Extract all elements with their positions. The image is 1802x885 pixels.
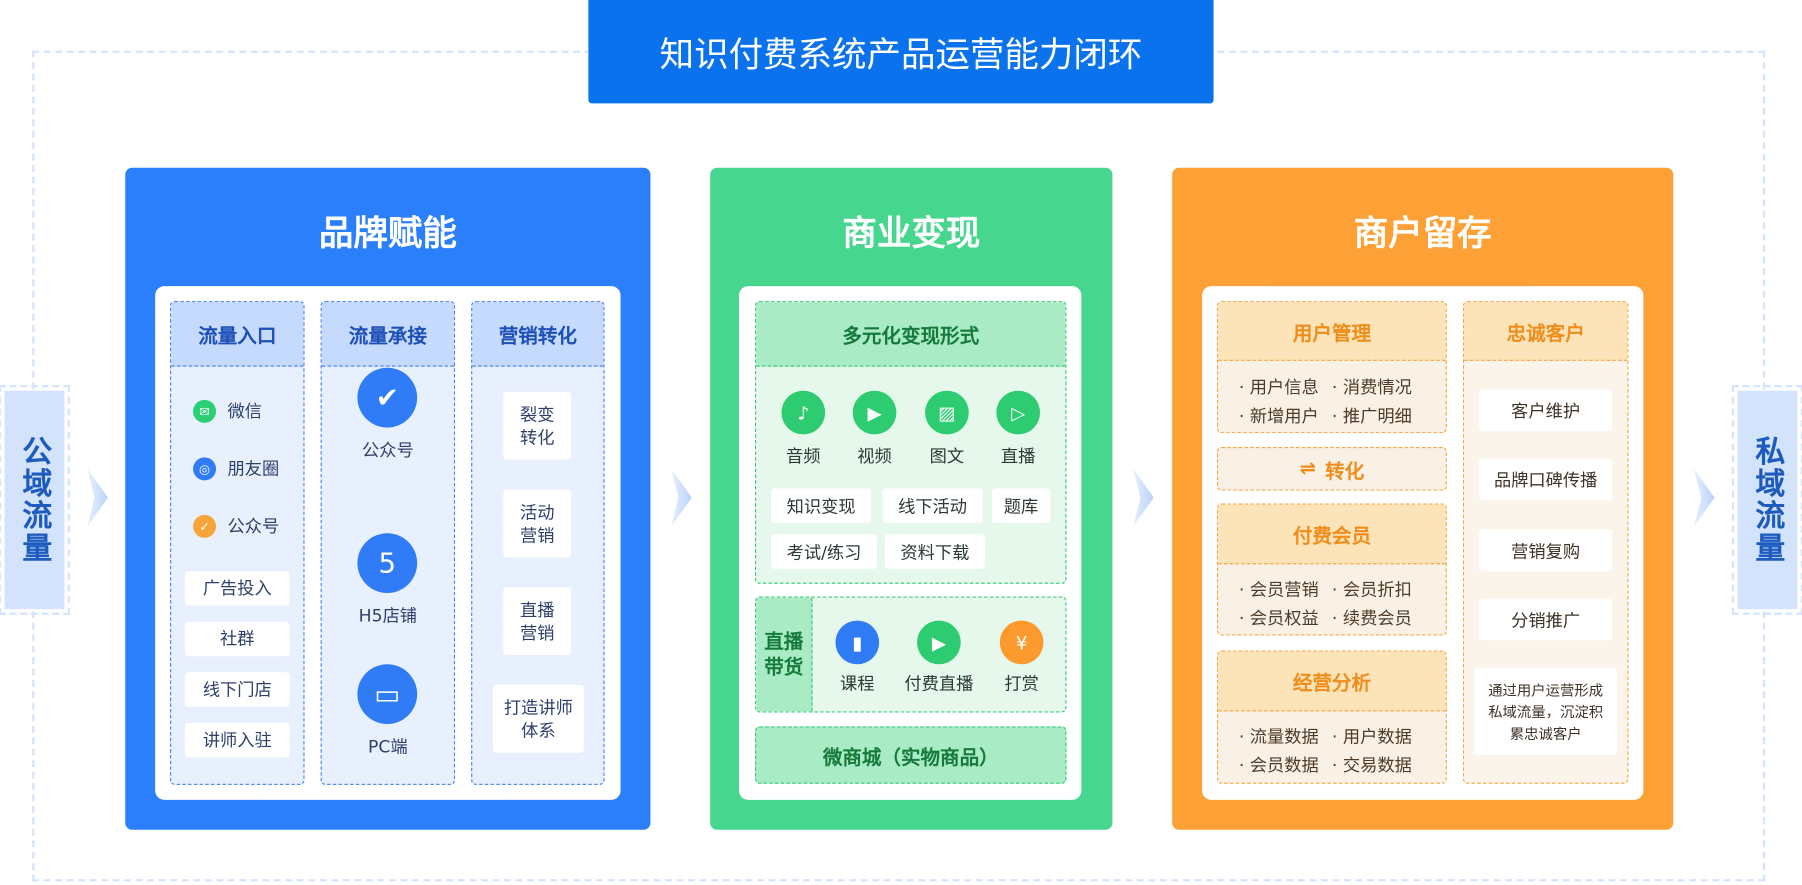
image-text-icon: ▨ bbox=[925, 390, 969, 435]
loyal-box: 分销推广 bbox=[1479, 598, 1613, 641]
conversion-box: 打造讲师 体系 bbox=[493, 684, 584, 753]
traffic-entry-box: 线下门店 bbox=[185, 672, 290, 707]
channel-label: 朋友圈 bbox=[227, 458, 280, 480]
list-item: 交易数据 bbox=[1332, 753, 1425, 777]
traffic-entry-box: 讲师入驻 bbox=[185, 722, 290, 758]
section-header: 多元化变现形式 bbox=[756, 302, 1066, 367]
official-account-icon: ✓ bbox=[193, 514, 217, 538]
list-item: 推广明细 bbox=[1332, 403, 1425, 427]
course-icon: ▮ bbox=[835, 620, 880, 665]
list-item: 会员数据 bbox=[1239, 753, 1332, 777]
conversion-box: 活动 营销 bbox=[503, 489, 572, 558]
section-header: 经营分析 bbox=[1218, 651, 1446, 712]
section-header: 用户管理 bbox=[1218, 302, 1446, 361]
list-item: 流量数据 bbox=[1239, 724, 1332, 748]
loyal-box: 客户维护 bbox=[1479, 389, 1613, 431]
user-management-section: 用户管理 用户信息消费情况新增用户推广明细 bbox=[1217, 301, 1447, 434]
list-item: 续费会员 bbox=[1332, 606, 1425, 630]
loyal-note: 通过用户运营形成私域流量，沉淀积累忠诚客户 bbox=[1474, 667, 1617, 756]
public-traffic-label: 公域流量 bbox=[0, 384, 71, 615]
live-label: 课程 bbox=[840, 673, 875, 695]
brand-title: 品牌赋能 bbox=[318, 213, 457, 254]
retention-title: 商户留存 bbox=[1353, 213, 1492, 254]
monetization-tag: 题库 bbox=[991, 488, 1051, 523]
micro-mall-section: 微商城（实物商品） bbox=[755, 726, 1067, 784]
audio-icon: ♪ bbox=[781, 390, 826, 435]
form-label: 视频 bbox=[857, 445, 892, 467]
live-label: 付费直播 bbox=[904, 673, 974, 695]
form-label: 直播 bbox=[1000, 445, 1036, 467]
tip-icon: ¥ bbox=[999, 620, 1044, 665]
monetization-tag: 知识变现 bbox=[771, 488, 872, 523]
business-analysis-section: 经营分析 流量数据用户数据会员数据交易数据 bbox=[1217, 650, 1447, 784]
column-header: 流量入口 bbox=[171, 302, 304, 367]
loyal-box: 营销复购 bbox=[1479, 529, 1613, 572]
form-label: 音频 bbox=[786, 445, 821, 467]
conversion-label: 转化 bbox=[1325, 460, 1365, 484]
list-item: 会员权益 bbox=[1239, 606, 1332, 630]
diagram-title: 知识付费系统产品运营能力闭环 bbox=[588, 0, 1214, 104]
html5-icon: 5 bbox=[357, 533, 418, 593]
section-header: 直播 带货 bbox=[756, 597, 813, 712]
conversion-section: ⇌ 转化 bbox=[1217, 447, 1447, 491]
video-icon: ▶ bbox=[852, 390, 897, 435]
moments-icon: ◎ bbox=[193, 457, 217, 481]
loyal-box: 品牌口碑传播 bbox=[1479, 458, 1613, 500]
commerce-title: 商业变现 bbox=[842, 213, 981, 254]
section-header: 付费会员 bbox=[1218, 504, 1446, 565]
verified-badge-icon: ✔ bbox=[357, 367, 418, 428]
receive-label: H5店铺 bbox=[358, 605, 418, 627]
traffic-entry-box: 社群 bbox=[185, 621, 290, 657]
channel-label: 微信 bbox=[227, 401, 263, 422]
monitor-icon: ▭ bbox=[357, 664, 418, 724]
list-item: 用户数据 bbox=[1332, 724, 1425, 748]
private-traffic-label: 私域流量 bbox=[1731, 384, 1802, 615]
list-item: 会员营销 bbox=[1239, 577, 1332, 601]
conversion-box: 直播 营销 bbox=[503, 587, 572, 656]
wechat-icon: ✉ bbox=[193, 399, 217, 423]
paid-member-section: 付费会员 会员营销会员折扣会员权益续费会员 bbox=[1217, 503, 1447, 636]
list-item: 新增用户 bbox=[1239, 403, 1332, 427]
list-item: 消费情况 bbox=[1332, 375, 1425, 399]
column-header: 营销转化 bbox=[472, 302, 604, 367]
list-item: 会员折扣 bbox=[1332, 577, 1425, 601]
column-header: 流量承接 bbox=[321, 302, 454, 367]
receive-label: PC端 bbox=[368, 736, 408, 758]
live-icon: ▷ bbox=[996, 390, 1041, 435]
conversion-box: 裂变 转化 bbox=[503, 391, 572, 460]
traffic-entry-column: 流量入口 bbox=[170, 301, 305, 785]
paid-live-icon: ▶ bbox=[917, 620, 961, 665]
traffic-entry-box: 广告投入 bbox=[185, 571, 290, 606]
form-label: 图文 bbox=[929, 445, 965, 467]
section-header: 忠诚客户 bbox=[1464, 302, 1628, 361]
live-label: 打赏 bbox=[1004, 673, 1039, 695]
list-item: 用户信息 bbox=[1239, 375, 1332, 399]
monetization-tag: 考试/练习 bbox=[771, 534, 877, 569]
monetization-tag: 资料下载 bbox=[884, 534, 985, 569]
monetization-tag: 线下活动 bbox=[882, 488, 983, 523]
channel-label: 公众号 bbox=[227, 515, 280, 537]
receive-label: 公众号 bbox=[361, 440, 414, 461]
swap-arrows-icon: ⇌ bbox=[1299, 457, 1316, 481]
